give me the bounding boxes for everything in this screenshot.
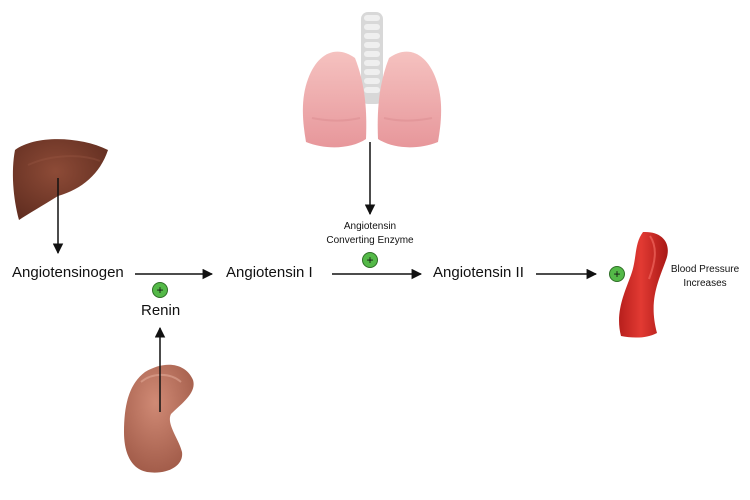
blood-vessel-icon: [619, 231, 668, 338]
svg-text:+: +: [613, 267, 620, 281]
liver-icon: [12, 139, 109, 220]
ace-line-1: Angiotensin: [343, 221, 397, 232]
trachea-icon: [361, 12, 383, 104]
blood-pressure-label: Blood Pressure Increases: [666, 263, 744, 291]
svg-text:+: +: [156, 283, 163, 297]
plus-badge-blood-pressure: +: [609, 266, 625, 282]
angiotensinogen-label: Angiotensinogen: [12, 264, 124, 281]
svg-text:+: +: [366, 253, 373, 267]
renin-label: Renin: [141, 302, 181, 319]
angiotensin-ii-label: Angiotensin II: [433, 264, 524, 281]
blood-pressure-line-2: Increases: [683, 278, 727, 289]
ace-line-2: Converting Enzyme: [326, 235, 414, 246]
plus-badge-ace: +: [362, 252, 378, 268]
kidney-icon: [124, 364, 194, 473]
blood-pressure-line-1: Blood Pressure: [670, 264, 740, 275]
lungs-icon: [302, 12, 442, 148]
angiotensin-i-label: Angiotensin I: [226, 264, 313, 281]
ace-label: Angiotensin Converting Enzyme: [316, 220, 424, 248]
plus-badge-renin: +: [152, 282, 168, 298]
